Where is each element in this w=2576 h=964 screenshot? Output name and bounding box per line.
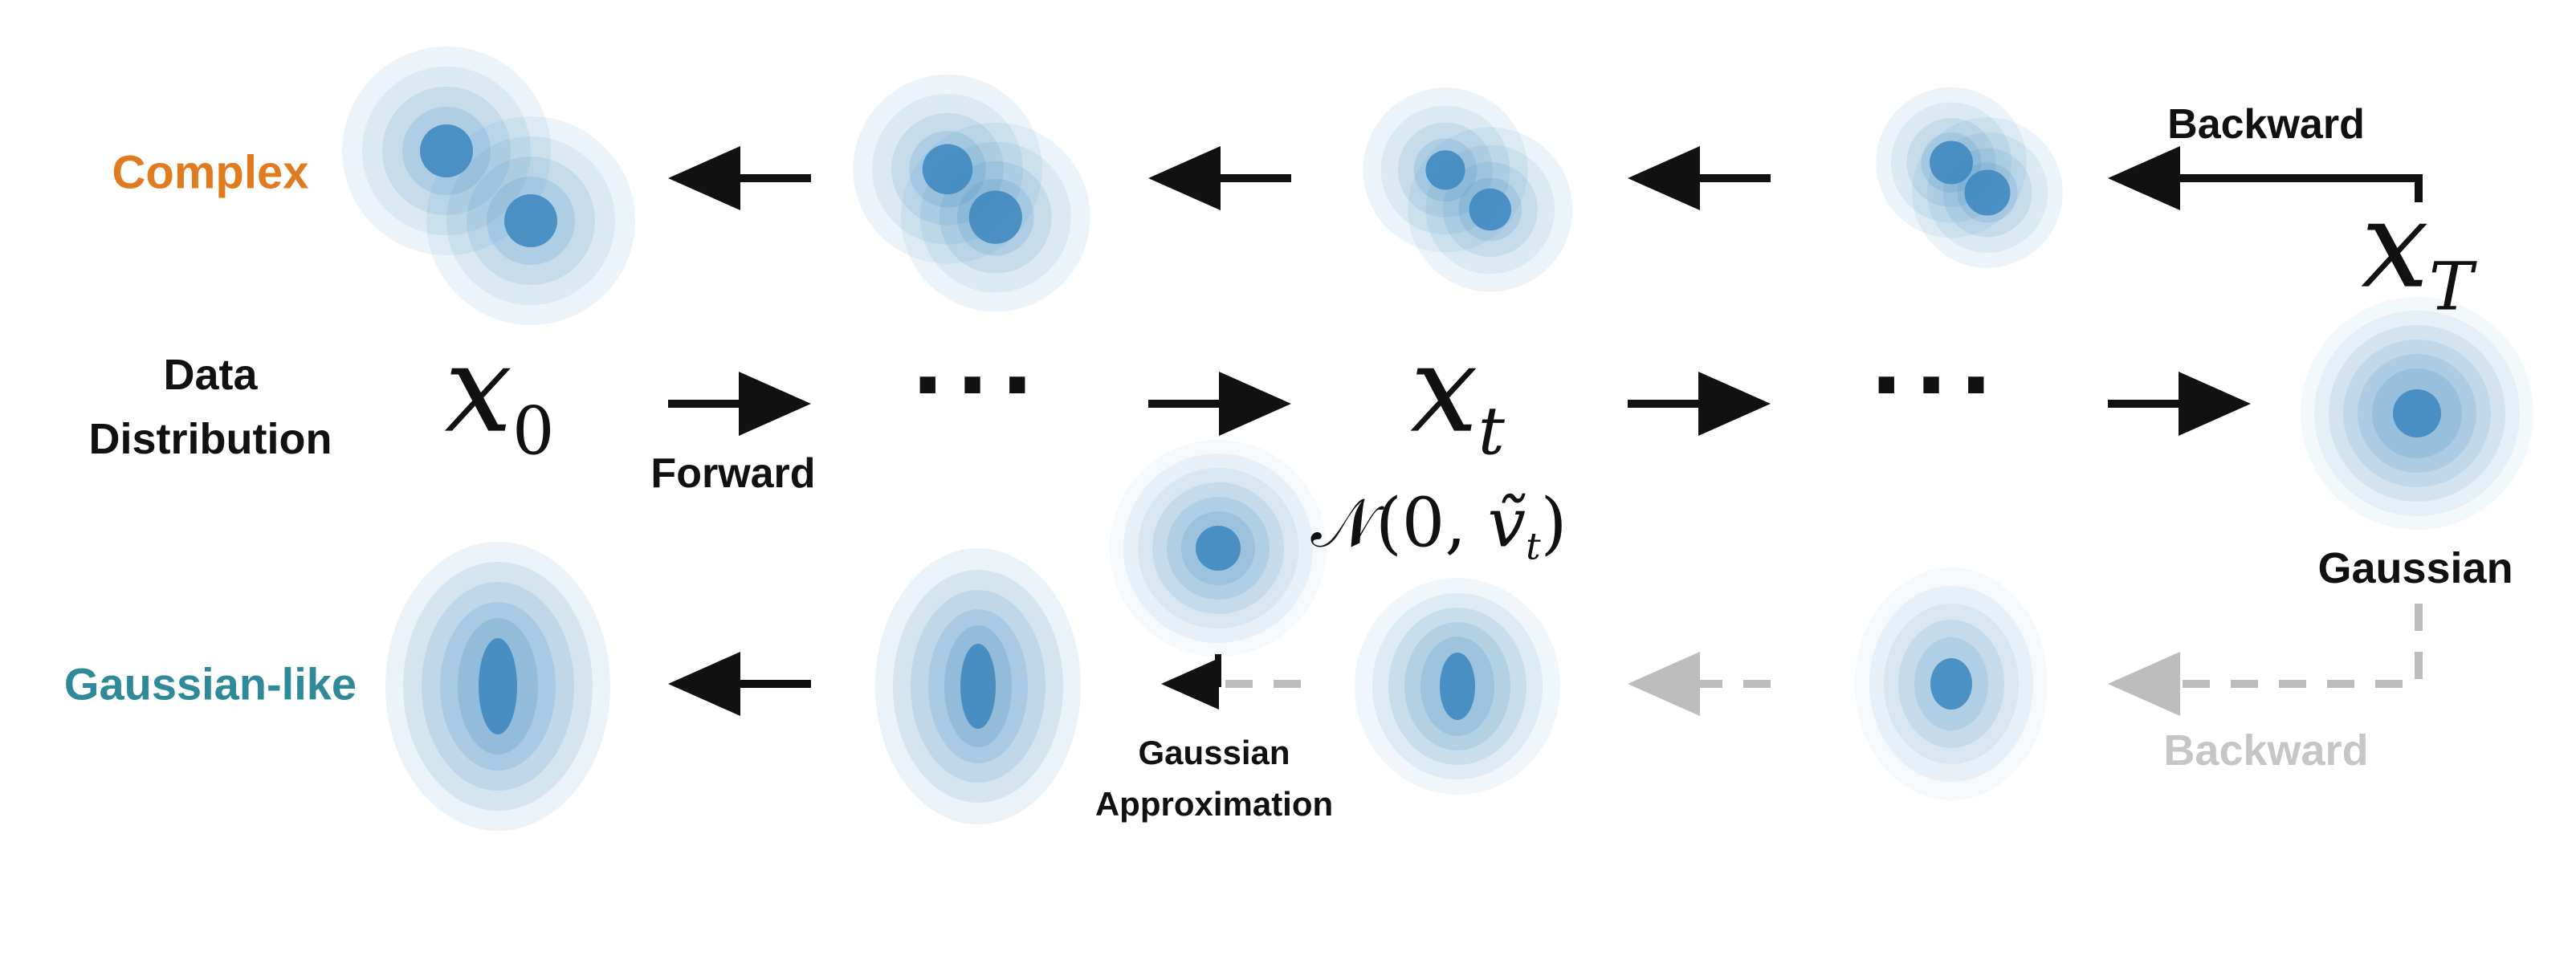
label-forward: Forward [650, 450, 816, 497]
arrow-approx-hook [1161, 654, 1221, 710]
elongated-blob-2 [875, 548, 1081, 824]
label-data-distribution: Data Distribution [89, 343, 332, 471]
arrow-bottom-backward [2108, 604, 2423, 716]
label-gaussian-approximation: Gaussian Approximation [1095, 727, 1333, 830]
label-approx-line1: Gaussian [1138, 734, 1290, 771]
label-approx-line2: Approximation [1094, 785, 1334, 823]
arrow-top-backward [2108, 146, 2423, 210]
label-backward-bottom: Backward [2163, 726, 2369, 775]
elongated-blob-3 [1355, 578, 1560, 795]
label-backward-top: Backward [2167, 101, 2365, 148]
mixture-blob-4 [1876, 87, 2063, 268]
math-x0: x0 [444, 319, 555, 470]
math-xT: xT [2361, 175, 2473, 326]
label-data-line1: Data [163, 351, 258, 399]
mixture-blob-1 [342, 47, 635, 325]
mixture-blob-3 [1363, 87, 1573, 292]
label-data-line2: Distribution [88, 415, 332, 463]
math-normal: 𝒩(0, ṽt) [1310, 483, 1567, 568]
ellipsis-2: ··· [1869, 334, 2004, 437]
math-xt: xt [1410, 319, 1505, 470]
gaussian-blob-approx [1110, 440, 1327, 657]
label-gaussian: Gaussian [2317, 544, 2513, 592]
label-complex: Complex [112, 146, 309, 199]
mixture-blob-2 [853, 75, 1090, 312]
label-gaussian-like: Gaussian-like [63, 658, 357, 710]
gaussian-blob-target [2301, 297, 2533, 530]
elongated-blob-1 [385, 542, 610, 831]
ellipsis-1: ··· [911, 334, 1045, 437]
elongated-blob-4 [1855, 567, 2048, 800]
